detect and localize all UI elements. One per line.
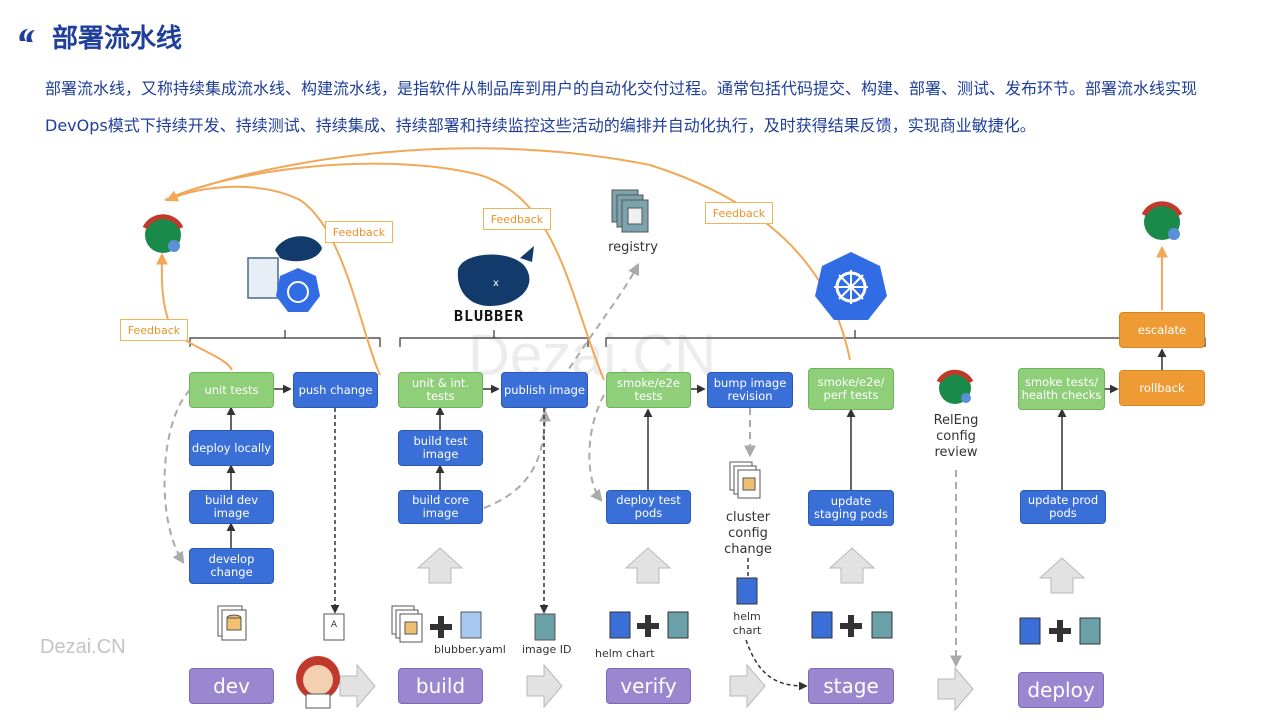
blubber-whale-icon: x [457, 246, 534, 306]
build-core-image-box: build core image [398, 490, 483, 524]
smoke-e2e-tests-box: smoke/e2e tests [606, 372, 691, 408]
smoke-perf-tests-box: smoke/e2e/ perf tests [808, 368, 894, 410]
wikimedia-logo-icon-2 [1141, 201, 1183, 240]
stage-build: build [398, 668, 483, 704]
push-change-box: push change [293, 372, 378, 408]
stage-deploy: deploy [1018, 672, 1104, 708]
helm-chart-label: helm chart [732, 610, 762, 637]
file-icons: A [217, 189, 1101, 645]
intro-paragraph: 部署流水线，又称持续集成流水线、构建流水线，是指软件从制品库到用户的自动化交付过… [45, 79, 1198, 135]
releng-config-review-label: RelEng config review [933, 413, 979, 460]
wikimedia-logo-icon [142, 214, 184, 253]
watermark: Dezai.CN [40, 636, 126, 658]
helm-chart-label-2: helm chart [595, 647, 655, 660]
blubber-logo-text: BLUBBER [454, 307, 525, 325]
develop-change-box: develop change [189, 548, 274, 584]
svg-text:x: x [493, 278, 499, 289]
docker-kubernetes-icon [247, 236, 322, 312]
escalate-box: escalate [1119, 312, 1205, 348]
bump-image-revision-box: bump image revision [707, 372, 793, 408]
stage-verify: verify [606, 668, 691, 704]
feedback-curves [155, 147, 1168, 381]
feedback-label: Feedback [325, 221, 393, 243]
unit-int-tests-box: unit & int. tests [398, 372, 483, 408]
publish-image-box: publish image [501, 372, 588, 408]
unit-tests-box: unit tests [189, 372, 274, 408]
deploy-test-pods-box: deploy test pods [606, 490, 691, 524]
image-id-label: image ID [522, 643, 572, 656]
kubernetes-icon [815, 252, 887, 320]
stage-dev: dev [189, 668, 274, 704]
registry-label: registry [608, 240, 658, 255]
deploy-locally-box: deploy locally [189, 430, 274, 466]
build-dev-image-box: build dev image [189, 490, 274, 524]
feedback-label: Feedback [120, 319, 188, 341]
releng-logo-icon [936, 369, 974, 404]
swirl-logo-icon [19, 29, 35, 42]
rollback-box: rollback [1119, 370, 1205, 406]
cluster-config-change-label: cluster config change [724, 510, 772, 557]
smoke-health-checks-box: smoke tests/ health checks [1018, 368, 1105, 410]
feedback-label: Feedback [483, 208, 551, 230]
jenkins-icon [296, 656, 340, 709]
build-test-image-box: build test image [398, 430, 483, 466]
update-prod-pods-box: update prod pods [1020, 490, 1106, 524]
svg-text:A: A [331, 620, 338, 630]
stage-stage: stage [808, 668, 894, 704]
page-title: 部署流水线 [52, 24, 183, 54]
feedback-label: Feedback [705, 202, 773, 224]
blubber-yaml-label: blubber.yaml [434, 643, 506, 656]
stage-brackets [189, 330, 1206, 347]
update-staging-pods-box: update staging pods [808, 490, 894, 526]
